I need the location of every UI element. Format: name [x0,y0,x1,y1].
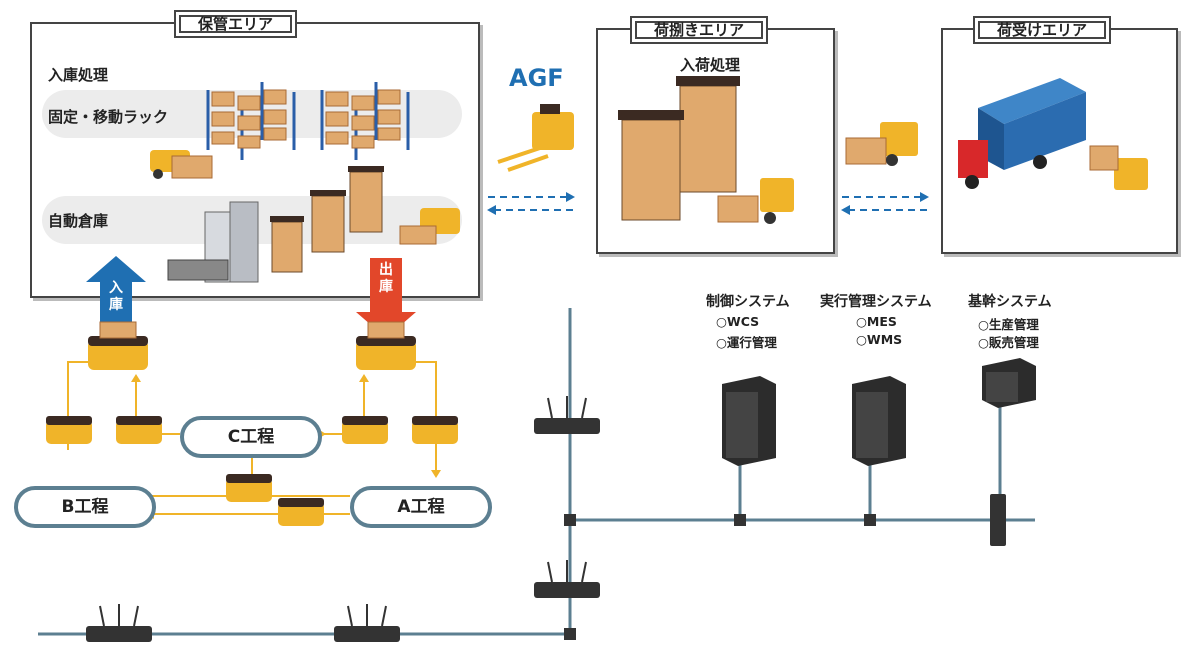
system-title-core: 基幹システム [968,294,1052,310]
receiving-area-title: 荷受けエリア [973,16,1112,44]
router-icon [86,604,152,642]
server-icon [982,358,1036,408]
system-item: ○運行管理 [716,335,777,350]
firewall-icon [990,494,1006,546]
sorting-area-title: 荷捌きエリア [630,16,769,44]
automated-warehouse-icon [167,201,259,283]
forklift-icon [1089,145,1148,190]
forklift-icon [150,150,213,179]
process-b: B工程 [14,486,156,528]
rack-illustration [206,82,410,160]
server-icon [722,376,776,466]
server-icon [852,376,906,466]
agf-label: AGF [509,64,564,92]
process-a: A工程 [350,486,492,528]
system-title-control: 制御システム [706,294,790,310]
agv-icon [342,420,388,444]
system-item: ○MES [856,314,897,329]
agv-icon [226,478,272,502]
agv-icon [278,502,324,526]
router-icon [334,604,400,642]
process-c: C工程 [180,416,322,458]
storage-area-title: 保管エリア [174,10,298,38]
network-node [564,628,576,640]
forklift-icon [845,122,918,166]
sorting-inbound-label: 入荷処理 [680,56,741,74]
inbound-arrow-icon [86,256,146,336]
fixed-rack-label: 固定・移動ラック [48,108,169,126]
auto-warehouse-label: 自動倉庫 [48,212,109,230]
arrow-right-icon [566,192,575,202]
system-item: ○WCS [716,314,760,329]
agv-forklift-icon [399,208,460,245]
agv-icon [46,420,92,444]
agv-with-load-icon [88,321,148,370]
truck-icon [958,78,1086,189]
inbound-label: 入庫 [109,280,123,313]
system-item: ○販売管理 [978,335,1039,350]
outbound-arrow-icon [356,258,416,338]
forklift-icon [717,178,794,224]
system-item: ○生産管理 [978,317,1039,332]
arrow-left-icon [487,205,496,215]
arrow-left-icon [841,205,850,215]
network-node [734,514,746,526]
agv-icon [116,420,162,444]
network-node [864,514,876,526]
outbound-label: 出庫 [379,262,393,295]
system-title-execution: 実行管理システム [820,294,932,310]
agv-with-load-icon [356,321,416,370]
router-icon [534,560,600,598]
storage-inbound-label: 入庫処理 [48,66,109,84]
agv-icon [412,420,458,444]
system-item: ○WMS [856,332,903,347]
network-node [564,514,576,526]
router-icon [534,396,600,434]
agf-icon [497,104,574,172]
arrow-right-icon [920,192,929,202]
